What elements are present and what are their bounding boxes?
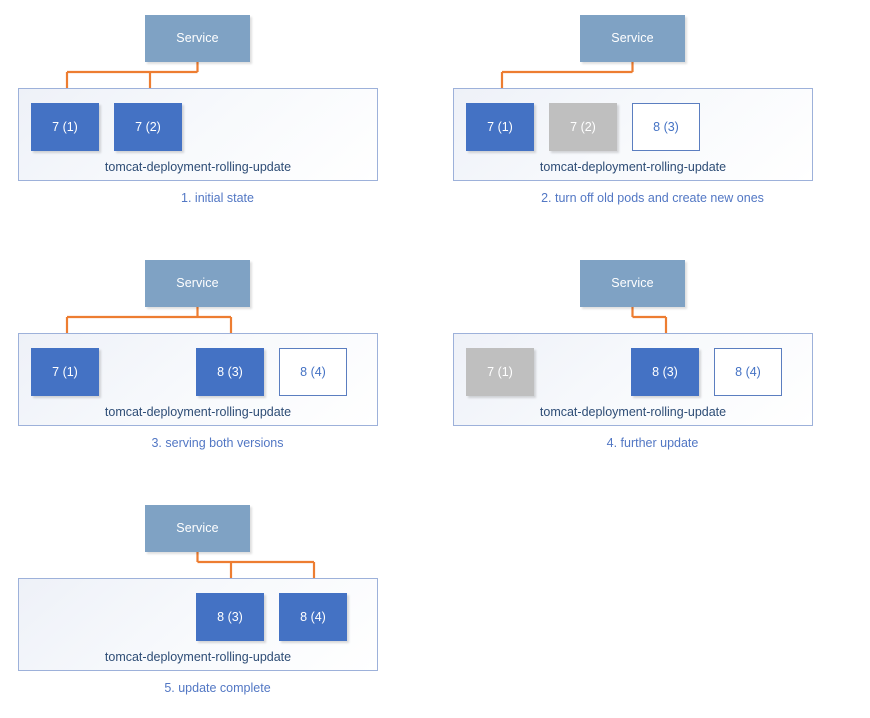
pod-box[interactable]: 7 (1) <box>466 103 534 151</box>
diagram-panel: Service tomcat-deployment-rolling-update 7… <box>435 0 870 228</box>
pod-box[interactable]: 8 (4) <box>714 348 782 396</box>
pod-label: 7 (2) <box>570 119 596 134</box>
pod-box[interactable]: 7 (1) <box>31 348 99 396</box>
pod-label: 8 (3) <box>653 119 679 134</box>
pod-label: 8 (4) <box>300 364 326 379</box>
diagram-panel: Service tomcat-deployment-rolling-update 7… <box>435 245 870 473</box>
pod-label: 7 (1) <box>487 364 513 379</box>
pod-box[interactable]: 8 (4) <box>279 348 347 396</box>
panel-caption: 5. update complete <box>164 681 271 695</box>
pod-label: 7 (1) <box>487 119 513 134</box>
diagram-panel: Service tomcat-deployment-rolling-update 7… <box>0 245 435 473</box>
pod-box[interactable]: 7 (1) <box>466 348 534 396</box>
pod-label: 7 (1) <box>52 364 78 379</box>
pod-box[interactable]: 7 (2) <box>549 103 617 151</box>
pod-label: 7 (1) <box>52 119 78 134</box>
service-label: Service <box>176 276 219 291</box>
pod-label: 8 (3) <box>217 364 243 379</box>
panel-caption: 1. initial state <box>181 191 254 205</box>
service-label: Service <box>176 31 219 46</box>
service-label: Service <box>176 521 219 536</box>
pod-box[interactable]: 8 (4) <box>279 593 347 641</box>
deployment-name-label: tomcat-deployment-rolling-update <box>539 159 727 174</box>
panel-caption: 4. further update <box>606 436 699 450</box>
service-box[interactable]: Service <box>145 15 250 62</box>
service-box[interactable]: Service <box>580 260 685 307</box>
pod-label: 8 (3) <box>652 364 678 379</box>
deployment-name-label: tomcat-deployment-rolling-update <box>104 649 292 664</box>
panel-caption: 2. turn off old pods and create new ones <box>541 191 764 205</box>
pod-box[interactable]: 8 (3) <box>196 593 264 641</box>
diagram-panel: Service tomcat-deployment-rolling-update 7… <box>0 0 435 228</box>
deployment-name-label: tomcat-deployment-rolling-update <box>104 159 292 174</box>
pod-label: 8 (3) <box>217 609 243 624</box>
pod-box[interactable]: 8 (3) <box>631 348 699 396</box>
service-label: Service <box>611 31 654 46</box>
pod-box[interactable]: 8 (3) <box>632 103 700 151</box>
pod-label: 7 (2) <box>135 119 161 134</box>
service-box[interactable]: Service <box>145 505 250 552</box>
service-label: Service <box>611 276 654 291</box>
panel-caption: 3. serving both versions <box>151 436 284 450</box>
service-box[interactable]: Service <box>580 15 685 62</box>
pod-box[interactable]: 7 (1) <box>31 103 99 151</box>
pod-box[interactable]: 7 (2) <box>114 103 182 151</box>
deployment-name-label: tomcat-deployment-rolling-update <box>539 404 727 419</box>
pod-label: 8 (4) <box>300 609 326 624</box>
service-box[interactable]: Service <box>145 260 250 307</box>
pod-label: 8 (4) <box>735 364 761 379</box>
deployment-name-label: tomcat-deployment-rolling-update <box>104 404 292 419</box>
pod-box[interactable]: 8 (3) <box>196 348 264 396</box>
diagram-panel: Service tomcat-deployment-rolling-update 8… <box>0 490 435 718</box>
